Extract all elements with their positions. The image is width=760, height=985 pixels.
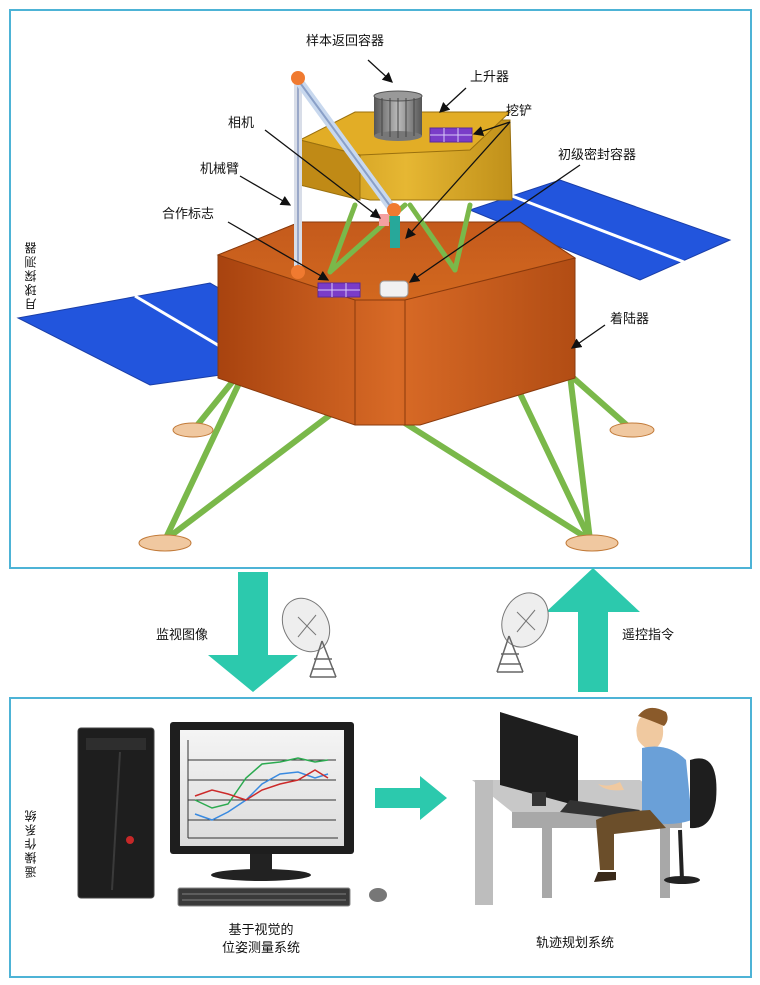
mouse	[369, 888, 387, 902]
primary-seal-container	[379, 280, 409, 298]
robotic-arm	[291, 71, 401, 279]
label-vision-system: 基于视觉的 位姿测量系统	[186, 922, 336, 958]
uplink-arrow	[546, 568, 640, 692]
ground-panel	[9, 697, 752, 978]
operator-person	[594, 707, 717, 884]
solar-panel-right	[468, 179, 732, 281]
coop-marker	[317, 282, 361, 298]
label-ascender: 上升器	[470, 70, 510, 85]
probe-side-label: 月球探测器	[24, 240, 38, 310]
label-sample-container: 样本返回容器	[306, 34, 385, 49]
label-primary-seal: 初级密封容器	[558, 148, 637, 163]
downlink-arrow	[208, 572, 298, 692]
label-planning-system: 轨迹规划系统	[536, 936, 615, 951]
label-vision-line1: 基于视觉的	[228, 923, 294, 938]
lander-body	[216, 221, 577, 426]
ascender-marker	[429, 127, 473, 143]
label-monitor-image: 监视图像	[156, 628, 209, 643]
leader-arrows	[227, 59, 606, 349]
monitor-chart	[170, 722, 354, 881]
label-remote-command: 遥控指令	[622, 628, 675, 643]
sample-return-container	[373, 90, 423, 141]
label-vision-line2: 位姿测量系统	[221, 941, 300, 956]
computer-tower	[77, 727, 155, 899]
lander-legs	[162, 357, 633, 543]
label-lander: 着陆器	[610, 312, 650, 327]
radar-dish-icon	[496, 592, 549, 673]
radar-dish-icon	[281, 597, 337, 678]
process-arrow	[375, 776, 447, 820]
footpads	[138, 422, 655, 552]
label-shovel: 挖铲	[506, 104, 533, 119]
label-camera: 相机	[228, 116, 255, 131]
shovel	[390, 216, 400, 248]
label-coop-marker: 合作标志	[162, 207, 215, 222]
camera	[379, 214, 389, 226]
ground-side-label: 遥操作系统	[24, 808, 38, 878]
label-arm: 机械臂	[200, 162, 240, 177]
keyboard	[177, 887, 351, 907]
